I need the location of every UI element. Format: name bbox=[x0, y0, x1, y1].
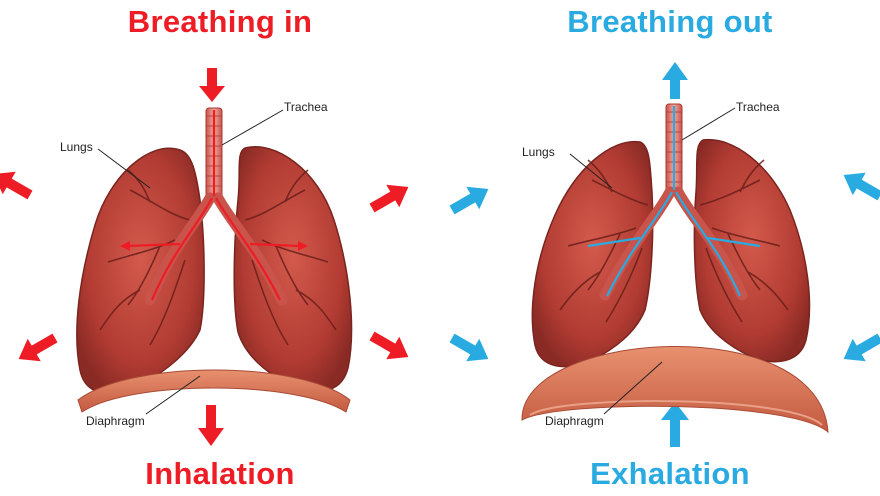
compress-arrow-lower-right-icon bbox=[837, 327, 880, 371]
inhalation-caption: Inhalation bbox=[70, 456, 370, 492]
inhalation-panel bbox=[0, 68, 415, 446]
expand-arrow-upper-left-icon bbox=[0, 163, 36, 207]
right-lung bbox=[234, 147, 351, 392]
left-lung bbox=[77, 148, 204, 393]
lungs-label: Lungs bbox=[60, 140, 93, 154]
exhalation-caption: Exhalation bbox=[520, 456, 820, 492]
expand-arrow-lower-right-icon bbox=[366, 325, 415, 369]
compress-arrow-upper-right-icon bbox=[837, 164, 880, 208]
outflow-arrow-icon bbox=[662, 62, 688, 99]
inflow-arrow-icon bbox=[199, 68, 225, 102]
compress-arrow-upper-left-icon bbox=[446, 178, 495, 222]
exhalation-title: Breathing out bbox=[520, 4, 820, 40]
inhalation-title: Breathing in bbox=[70, 4, 370, 40]
diaphragm-label: Diaphragm bbox=[86, 414, 145, 428]
expand-arrow-lower-left-icon bbox=[12, 327, 61, 371]
diaphragm-label: Diaphragm bbox=[545, 414, 604, 428]
diaphragm-down-arrow-icon bbox=[198, 405, 224, 446]
trachea-label: Trachea bbox=[284, 100, 328, 114]
exhalation-panel bbox=[446, 62, 880, 447]
diaphragm-up-arrow-icon bbox=[661, 402, 689, 447]
trachea-label: Trachea bbox=[736, 100, 780, 114]
compress-arrow-lower-left-icon bbox=[446, 327, 495, 371]
expand-arrow-upper-right-icon bbox=[366, 176, 415, 220]
lungs-label: Lungs bbox=[522, 145, 555, 159]
